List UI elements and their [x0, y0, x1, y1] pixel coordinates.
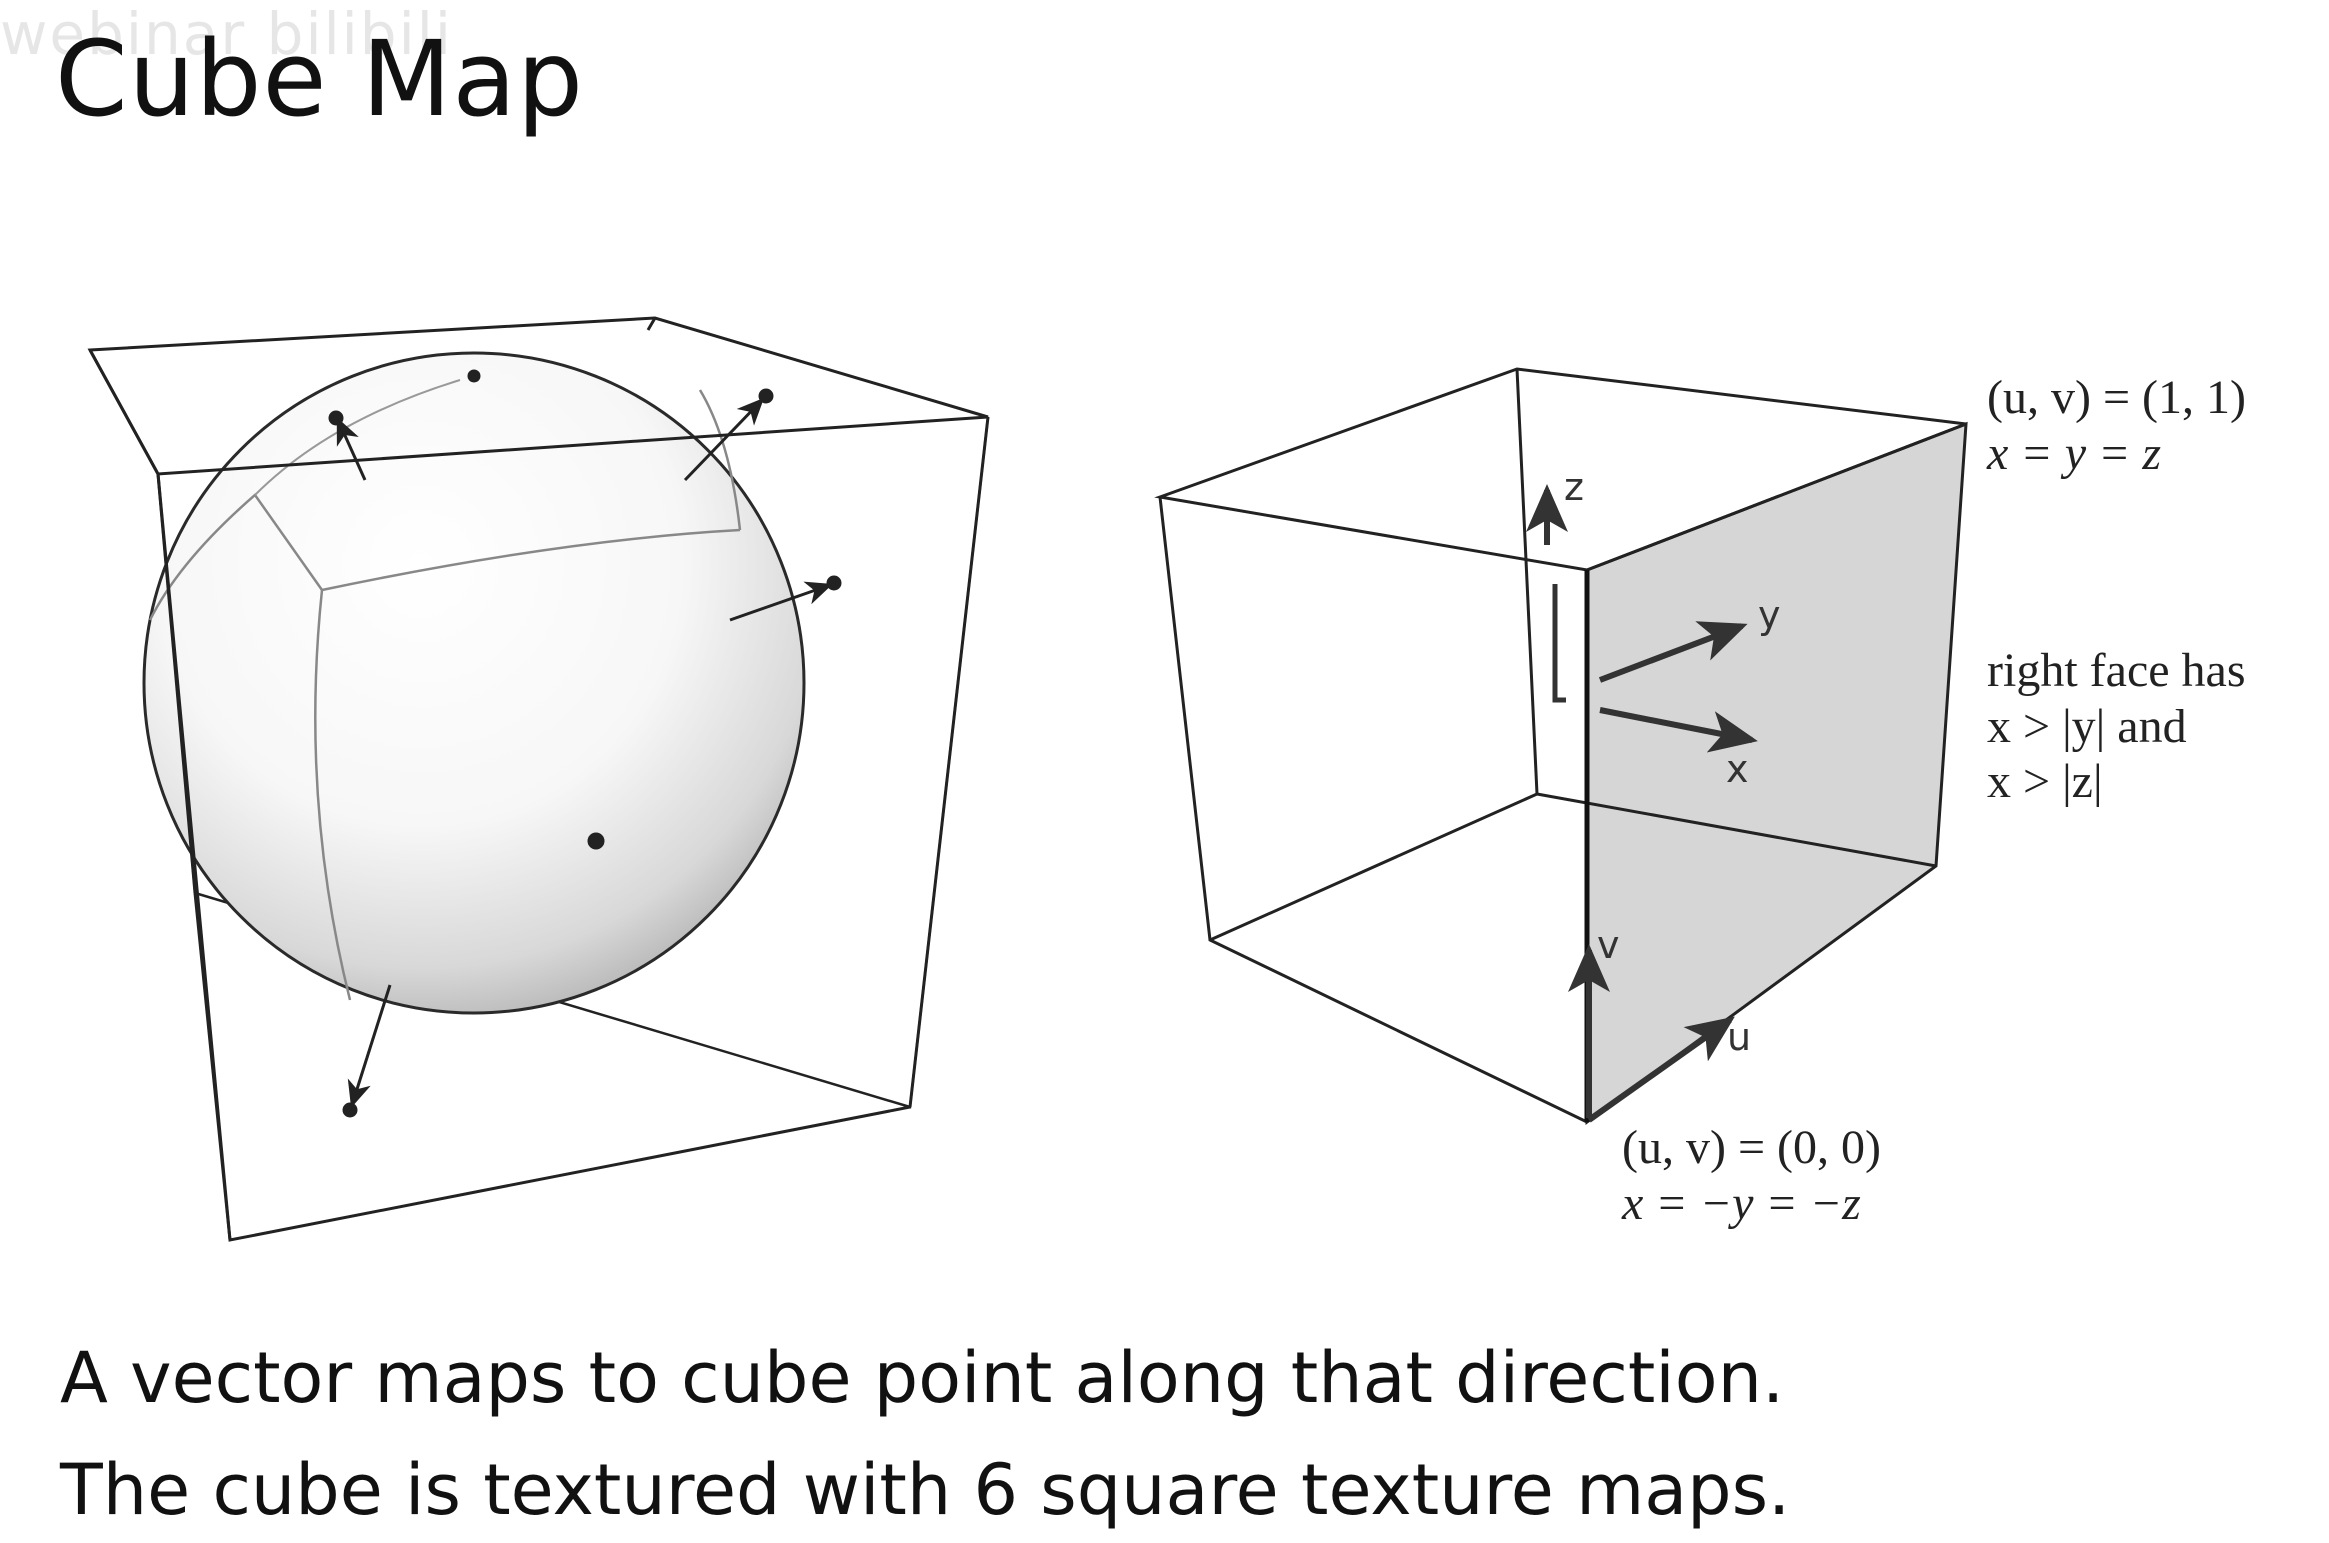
corner-bottom-note: (u, v) = (0, 0) x = −y = −z — [1622, 1120, 1881, 1231]
y-axis-arrow — [1598, 621, 1748, 683]
shaded-right-face — [1585, 421, 1968, 1125]
body-line-2: The cube is textured with 6 square textu… — [60, 1449, 1791, 1531]
y-axis-label: y — [1758, 593, 1781, 637]
cube-front-edges — [87, 316, 990, 1242]
x-axis-label: x — [1726, 747, 1749, 791]
corner-top-uv: (u, v) = (1, 1) — [1987, 371, 2247, 424]
corner-top-note: (u, v) = (1, 1) x = y = z — [1987, 370, 2246, 481]
u-axis-label: u — [1727, 1015, 1751, 1059]
face-note-line1: right face has — [1987, 644, 2246, 697]
corner-bottom-xyz: x = −y = −z — [1622, 1176, 1861, 1230]
page-title: Cube Map — [55, 18, 585, 140]
face-note: right face has x > |y| and x > |z| — [1987, 643, 2246, 810]
direction-vectors — [328, 369, 842, 1118]
right-cube-figure — [1154, 367, 1968, 1125]
corner-top-xyz: x = y = z — [1987, 426, 2162, 480]
axes — [1526, 484, 1758, 1123]
watermark: webinar bilibili — [0, 0, 453, 68]
z-axis-label: z — [1564, 465, 1584, 509]
u-axis-arrow — [1587, 1016, 1735, 1123]
face-note-line2: x > |y| and — [1987, 699, 2187, 753]
x-axis-arrow — [1599, 707, 1758, 753]
face-note-line3: x > |z| — [1987, 755, 2103, 809]
body-line-1: A vector maps to cube point along that d… — [60, 1337, 1785, 1419]
v-axis-label: v — [1597, 923, 1620, 967]
corner-bottom-uv: (u, v) = (0, 0) — [1622, 1121, 1882, 1174]
origin-bracket — [1552, 584, 1566, 703]
sphere — [142, 351, 806, 1015]
